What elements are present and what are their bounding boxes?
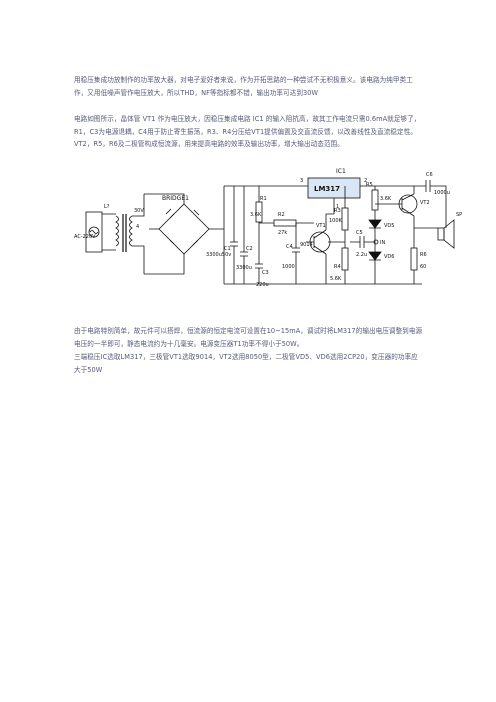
label-sp: SP [456, 212, 462, 218]
label-pin2: 2 [364, 178, 367, 184]
label-ic1: IC1 [336, 168, 346, 175]
vd5-diode [368, 219, 382, 229]
c4-capacitor [292, 223, 300, 284]
label-c5: C5 [356, 230, 363, 236]
label-r1: R1 [260, 196, 267, 202]
label-r2-value: 27k [278, 230, 287, 236]
label-in: IN [380, 240, 385, 246]
label-c6: C6 [426, 172, 433, 178]
label-c6-value: 1000u [434, 190, 450, 196]
transformer-primary [115, 215, 119, 247]
label-vt2: VT2 [420, 200, 430, 206]
label-r5-value: 3.6K [380, 196, 392, 202]
label-transformer: L? [104, 204, 110, 210]
label-r4-value: 5.6K [330, 276, 342, 282]
ac-source-box [85, 211, 103, 253]
intro-paragraph: 用稳压集成功放制作的功率放大器，对电子爱好者来说，作为开拓思路的一种尝试不无积极… [74, 76, 413, 97]
label-c2: C2 [246, 246, 253, 252]
label-r3-value: 100K [329, 218, 343, 224]
label-c1: C1 [224, 246, 231, 252]
label-bridge: BRIDGE1 [162, 195, 189, 202]
vd6-diode [368, 251, 382, 261]
r5-resistor [371, 189, 379, 211]
circuit-schematic: IC1 LM317 3 2 1 BRIDGE1 L? 30V 4 AC-220V… [74, 168, 462, 288]
parts-paragraph: 三端稳压IC选取LM317，三极管VT1选取9014，VT2选用8050型，二极… [74, 353, 418, 374]
r4-resistor [341, 247, 349, 271]
circuit-description-paragraph: 电路如图所示，晶体管 VT1 作为电压放大，因稳压集成电路 IC1 的输入阻抗高… [74, 115, 421, 148]
label-c4-value: 1000 [282, 264, 295, 270]
label-c3: C3 [262, 270, 269, 276]
r3-resistor [341, 207, 349, 231]
label-r5: R5 [366, 182, 373, 188]
label-pin3: 3 [300, 178, 303, 184]
r2-resistor [273, 219, 297, 227]
assembly-paragraph: 由于电路特别简单，故元件可以搭焊，恒流源的恒定电流可设置在10~15mA，调试时… [74, 327, 423, 348]
label-ac220v: AC-220V [74, 234, 96, 240]
c6-capacitor [414, 180, 447, 228]
label-pin1: 1 [336, 204, 339, 210]
label-c3-value: 220u [256, 282, 269, 288]
label-c4: C4 [286, 244, 293, 250]
label-r1-value: 3.6K [250, 212, 262, 218]
label-vd5: VD5 [384, 223, 394, 229]
label-r3: R3 [334, 208, 341, 214]
transformer-secondary [129, 215, 133, 247]
label-r6-value: 60 [420, 264, 426, 270]
label-vd6: VD6 [384, 254, 394, 260]
label-r6: R6 [420, 252, 427, 258]
label-c2-value: 3300u [236, 265, 252, 271]
label-r4: R4 [334, 264, 341, 270]
label-r2: R2 [278, 212, 285, 218]
c2-capacitor [240, 186, 248, 284]
label-lm317: LM317 [314, 185, 340, 193]
label-node4: 4 [136, 224, 139, 230]
label-c1-value: 3300u50v [206, 252, 231, 258]
r6-resistor [410, 247, 418, 271]
c5-capacitor [350, 236, 374, 248]
ac-source-symbol [88, 226, 100, 238]
label-30v: 30V [134, 208, 144, 214]
label-9014: 9014 [300, 242, 313, 248]
label-vt1: VT1 [316, 223, 326, 229]
bridge-rectifier [158, 203, 210, 255]
speaker-icon [437, 227, 445, 241]
c1-capacitor [230, 186, 238, 284]
label-c5-value: 2.2u [356, 252, 367, 258]
